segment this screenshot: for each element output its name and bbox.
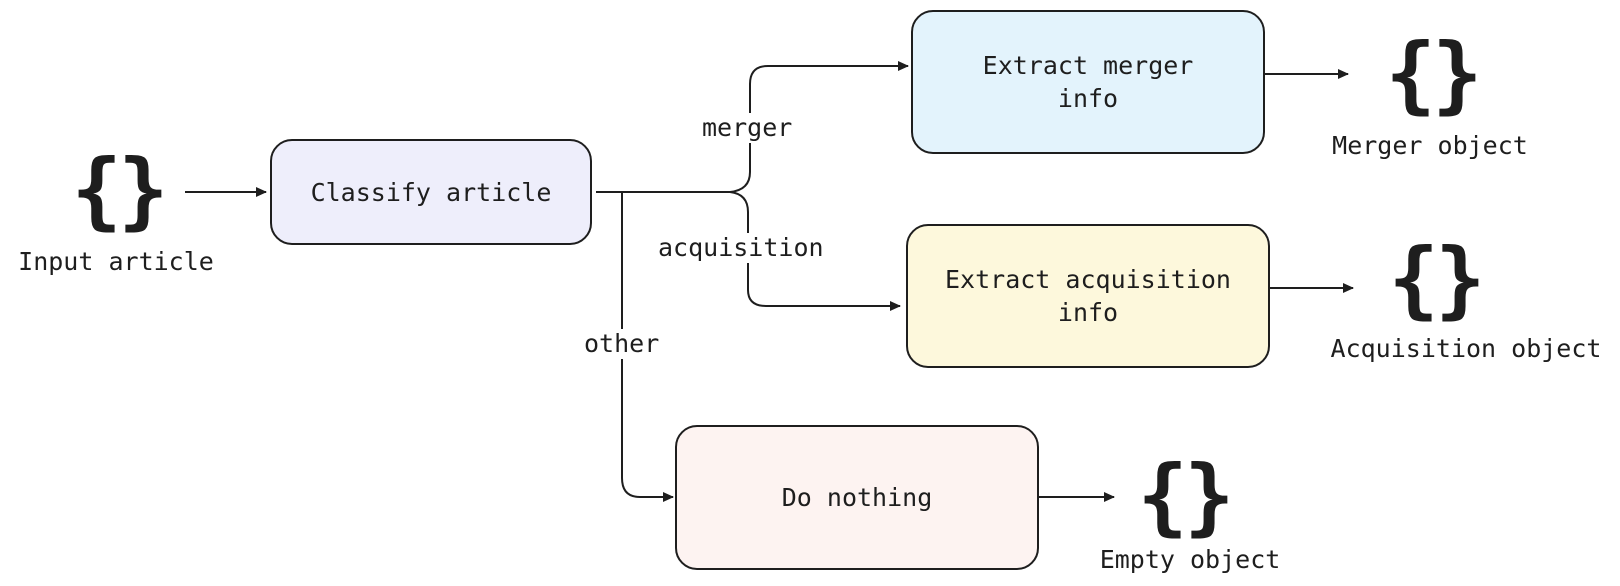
merger-object-label: Merger object [1332, 131, 1528, 160]
edge-label-acquisition: acquisition [655, 233, 827, 263]
edge-other-branch [621, 192, 674, 502]
extract-merger-label: Extract merger info [982, 51, 1194, 113]
extract-merger-node[interactable]: Extract merger info [911, 10, 1265, 154]
empty-object-label: Empty object [1099, 545, 1281, 574]
input-json-icon: {} [71, 141, 168, 239]
merger-json-icon: {} [1385, 25, 1482, 123]
acquisition-json-icon: {} [1388, 230, 1485, 328]
edge-label-merger: merger [699, 113, 796, 143]
empty-json-icon: {} [1137, 447, 1234, 545]
do-nothing-node[interactable]: Do nothing [675, 425, 1039, 570]
classify-article-label: Classify article [310, 177, 552, 207]
acquisition-object-label: Acquisition object [1330, 334, 1602, 363]
input-article-label: Input article [18, 247, 214, 276]
do-nothing-label: Do nothing [781, 483, 933, 512]
extract-acquisition-label: Extract acquisition info [945, 265, 1231, 327]
classify-article-node[interactable]: Classify article [270, 139, 592, 245]
edge-label-other: other [581, 329, 663, 359]
extract-acquisition-node[interactable]: Extract acquisition info [906, 224, 1270, 368]
edge-acquisition-branch [729, 191, 901, 311]
edge-merger-branch [729, 61, 909, 193]
